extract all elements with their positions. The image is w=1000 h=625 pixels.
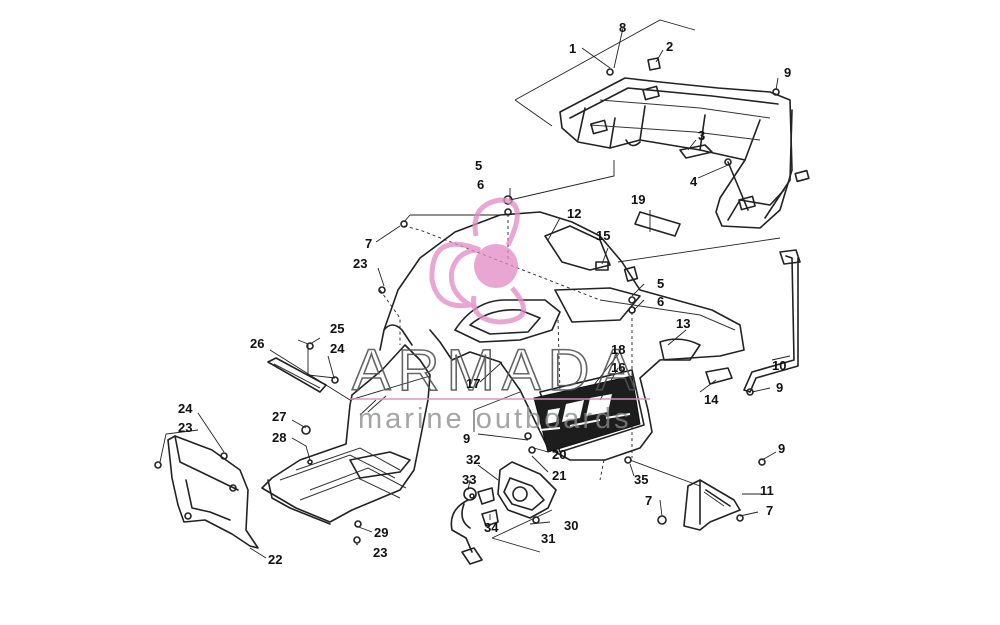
callout-10: 10 — [772, 358, 786, 373]
callout-9-bracket: 9 — [778, 441, 785, 456]
callout-31: 31 — [541, 531, 555, 546]
callout-3: 3 — [698, 128, 705, 143]
propeller-logo-icon — [429, 197, 526, 325]
callout-32: 32 — [466, 452, 480, 467]
callout-15: 15 — [596, 228, 610, 243]
side-decal — [533, 375, 641, 453]
callout-8: 8 — [619, 20, 626, 35]
taillight-assembly — [450, 461, 557, 565]
callout-24-side: 24 — [178, 401, 193, 416]
mount-bracket — [683, 479, 741, 531]
callout-1: 1 — [569, 41, 576, 56]
callout-18: 18 — [611, 342, 625, 357]
callout-11: 11 — [760, 483, 774, 498]
rear-rack — [559, 77, 810, 229]
callout-29: 29 — [374, 525, 388, 540]
callout-27: 27 — [272, 409, 286, 424]
callout-20: 20 — [552, 447, 566, 462]
callout-19: 19 — [631, 192, 645, 207]
callout-28: 28 — [272, 430, 286, 445]
callout-23-upper: 23 — [353, 256, 367, 271]
callout-4: 4 — [690, 174, 698, 189]
callout-21: 21 — [552, 468, 566, 483]
callout-22: 22 — [268, 552, 282, 567]
callout-13: 13 — [676, 316, 690, 331]
heat-shield — [267, 342, 339, 393]
watermark-tagline: marine outboards — [358, 403, 632, 435]
side-panel — [167, 435, 259, 549]
callout-9-fender: 9 — [463, 431, 470, 446]
callout-23-lower: 23 — [373, 545, 387, 560]
callout-25: 25 — [330, 321, 344, 336]
callout-30: 30 — [564, 518, 578, 533]
callout-9-grabbar: 9 — [776, 380, 783, 395]
watermark: ARMADA marine outboards — [350, 197, 650, 435]
callout-12: 12 — [567, 206, 581, 221]
callout-7-bracket-right: 7 — [766, 503, 773, 518]
callout-26: 26 — [250, 336, 264, 351]
watermark-brand: ARMADA — [352, 338, 642, 403]
callout-9-rack: 9 — [784, 65, 791, 80]
callout-23-side: 23 — [178, 420, 192, 435]
callout-35: 35 — [634, 472, 648, 487]
callout-7-upper: 7 — [365, 236, 372, 251]
callout-14: 14 — [704, 392, 719, 407]
leader-lines — [159, 19, 791, 559]
callout-labels: 1 2 3 4 5 5 6 6 7 7 7 8 9 9 9 9 10 11 12… — [178, 20, 791, 567]
callout-5-right: 5 — [657, 276, 664, 291]
callout-7-bracket-left: 7 — [645, 493, 652, 508]
fasteners — [154, 57, 780, 544]
callout-6-right: 6 — [657, 294, 664, 309]
callout-17: 17 — [466, 376, 480, 391]
callout-33: 33 — [462, 472, 476, 487]
callout-24-shield: 24 — [330, 341, 345, 356]
callout-34: 34 — [484, 520, 499, 535]
callout-5-top: 5 — [475, 158, 482, 173]
callout-2: 2 — [666, 39, 673, 54]
grab-bar — [743, 249, 801, 393]
callout-16: 16 — [611, 360, 625, 375]
callout-6-top: 6 — [477, 177, 484, 192]
